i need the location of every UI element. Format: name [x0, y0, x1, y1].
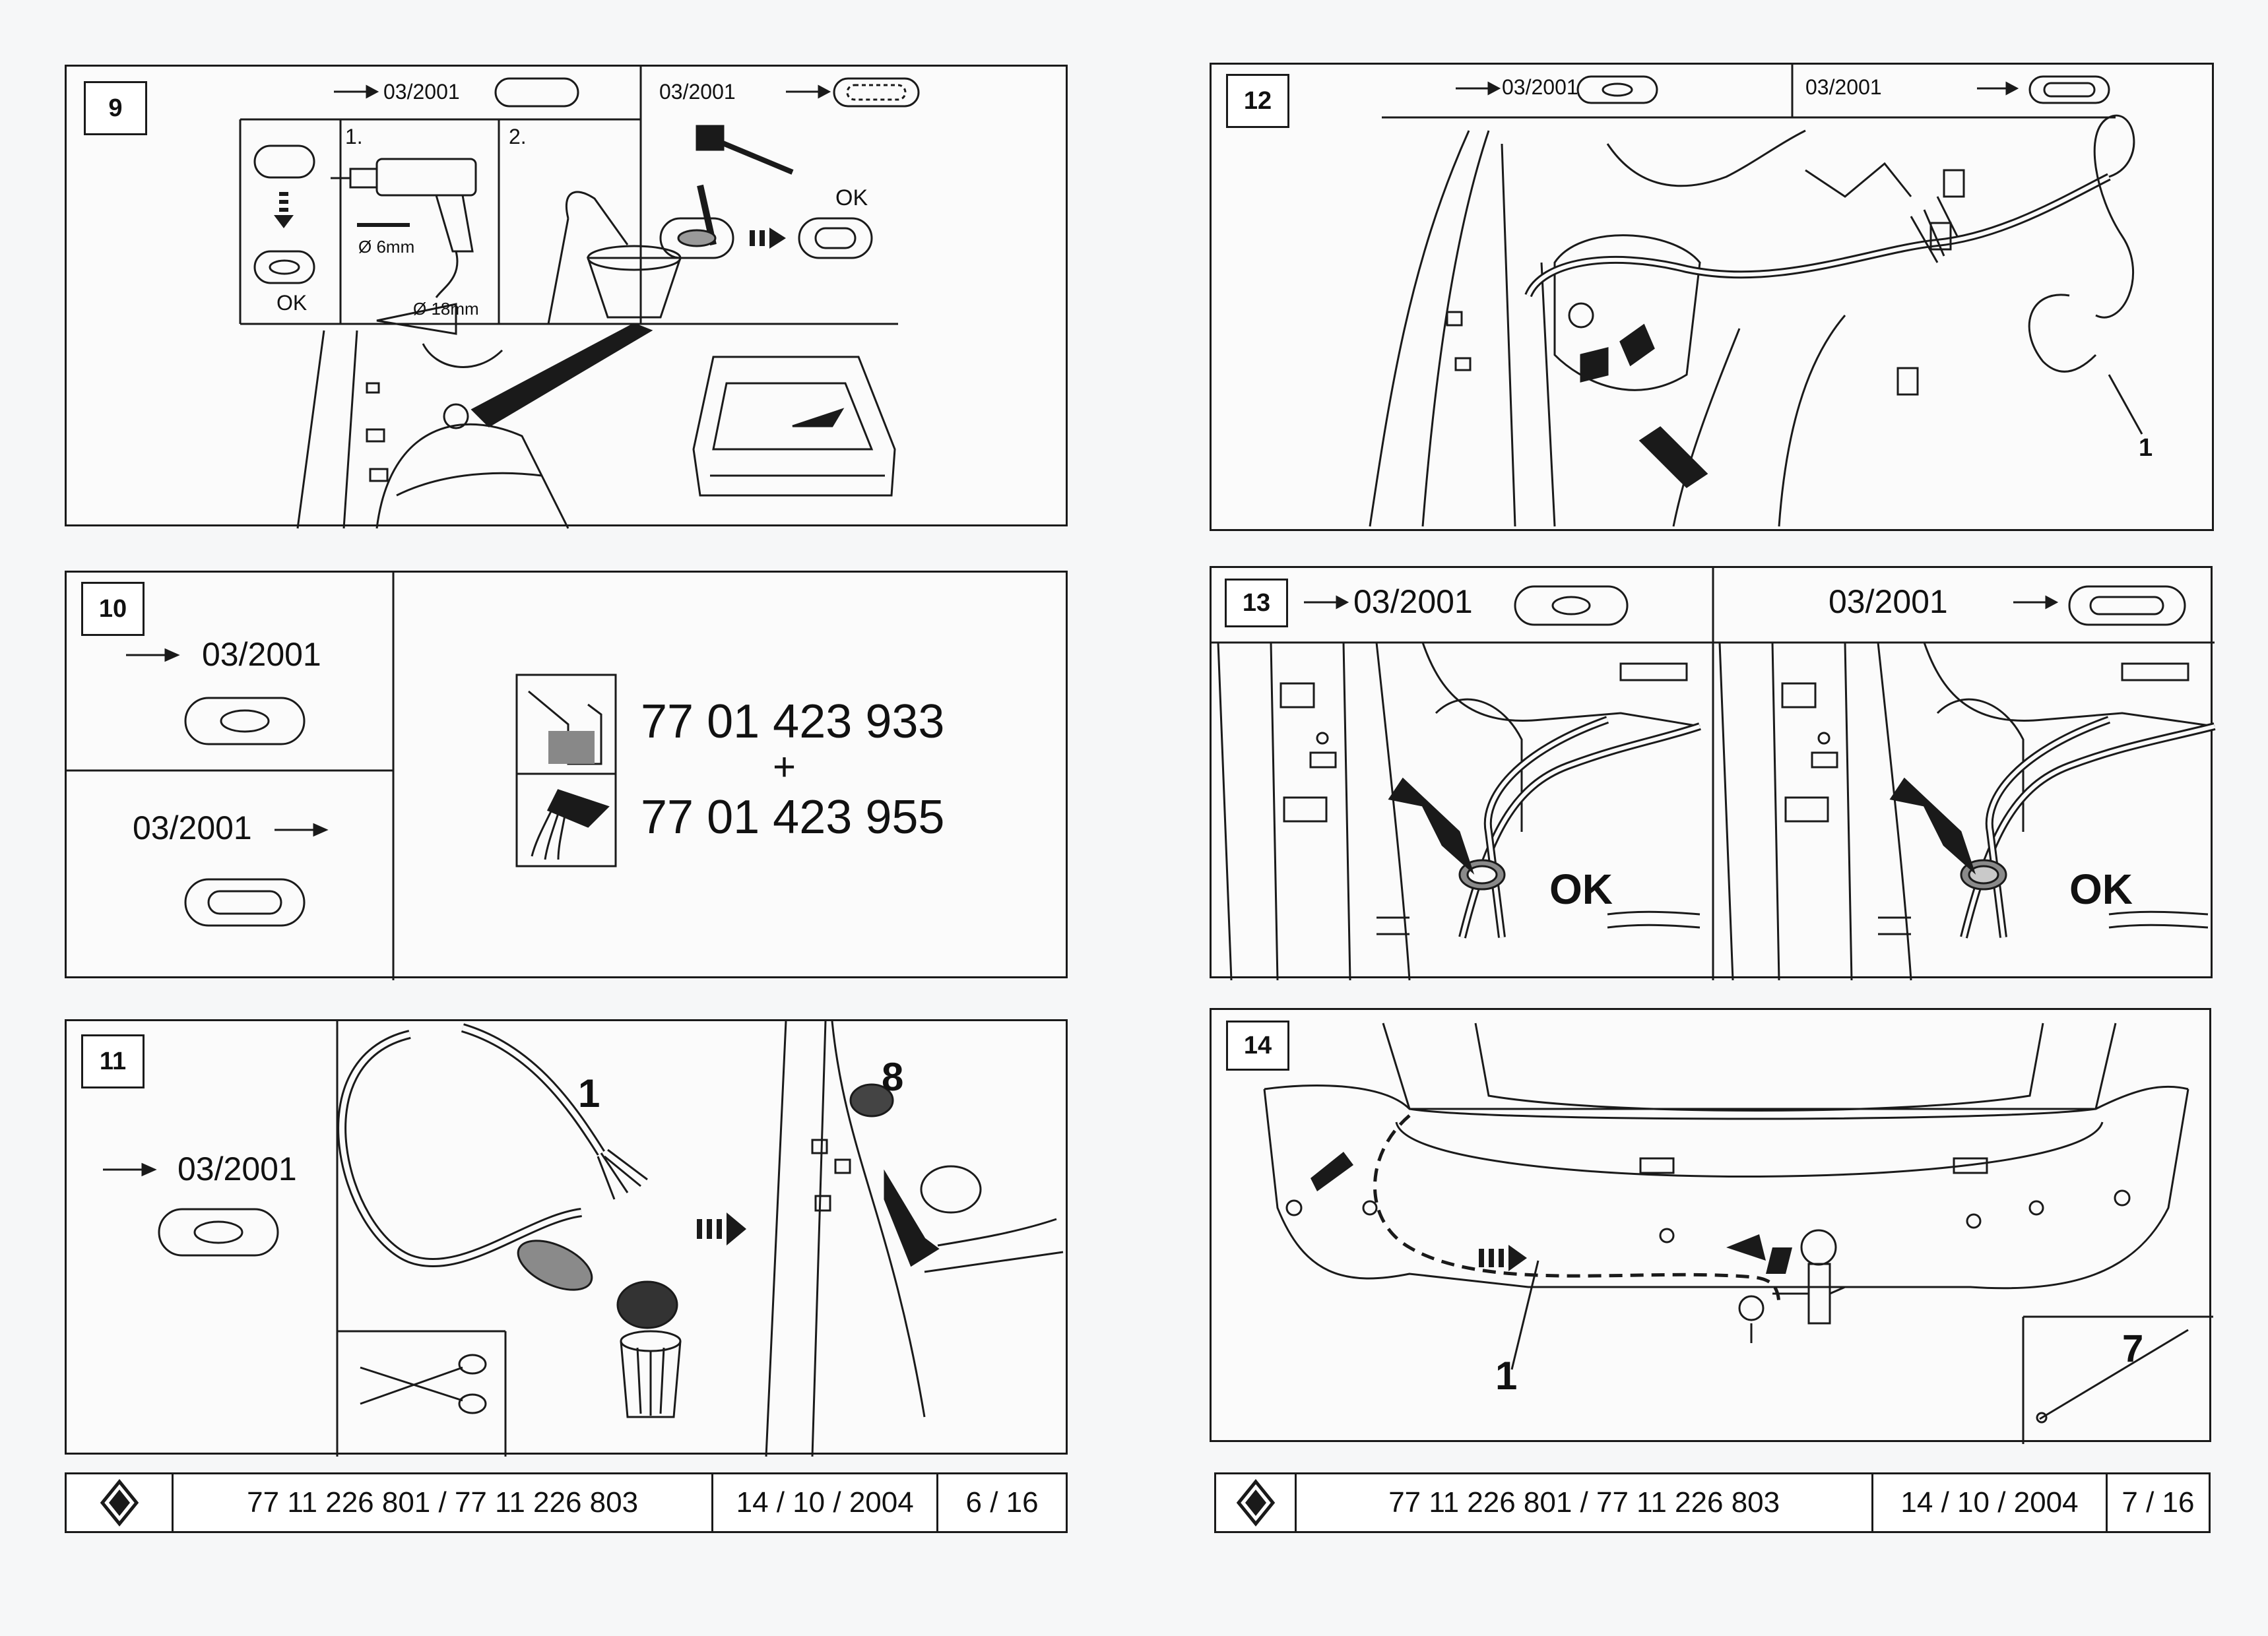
ok-label: OK	[276, 291, 308, 315]
scissors-icon	[360, 1354, 487, 1414]
grommet-icon	[184, 697, 306, 745]
date-before-label: 03/2001	[202, 636, 321, 673]
step-number: 14	[1226, 1021, 1289, 1071]
sub-step-1: 1.	[345, 125, 363, 148]
date-after-label: 03/2001	[133, 809, 252, 846]
step-12-panel: 12	[1210, 63, 2214, 531]
document-date: 14 / 10 / 2004	[713, 1474, 939, 1531]
drill-size-small: Ø 6mm	[358, 237, 415, 257]
step-13-panel: 13	[1210, 566, 2216, 981]
step-12-illustration	[1369, 65, 2143, 527]
plus-sign: +	[773, 745, 796, 789]
date-after-label: 03/2001	[1805, 75, 1882, 99]
ok-label: OK	[1549, 865, 1613, 913]
callout-1: 1	[1495, 1354, 1518, 1398]
drill-size-large: Ø 18mm	[413, 299, 479, 319]
date-before-label: 03/2001	[1353, 583, 1473, 620]
step-10-illustration	[67, 573, 617, 980]
footer: 77 11 226 801 / 77 11 226 803 14 / 10 / …	[65, 1472, 1068, 1533]
renault-logo-icon	[1236, 1479, 1275, 1526]
bin-icon	[620, 1330, 682, 1418]
step-14-illustration	[1263, 1022, 2213, 1444]
part-number-1: 77 01 423 933	[641, 695, 945, 748]
reference-number: 77 11 226 801 / 77 11 226 803	[174, 1474, 714, 1531]
step-9-illustration	[239, 67, 920, 529]
hammer-icon	[696, 125, 794, 246]
callout-1: 1	[2139, 434, 2153, 462]
callout-7: 7	[2122, 1327, 2144, 1370]
date-before-label: 03/2001	[383, 80, 460, 104]
step-9-panel: 9	[65, 65, 1068, 529]
step-14-panel: 14	[1210, 1008, 2213, 1444]
callout-8: 8	[882, 1055, 904, 1099]
date-after-label: 03/2001	[1829, 583, 1948, 620]
step-number: 12	[1226, 74, 1289, 128]
right-page: 12	[1134, 0, 2268, 1636]
grommet-icon	[158, 1208, 279, 1257]
drill-icon	[331, 158, 477, 298]
step-10-panel: 10 03/2001 03/2001 7	[65, 571, 1068, 980]
step-number: 9	[84, 81, 147, 135]
footer: 77 11 226 801 / 77 11 226 803 14 / 10 / …	[1214, 1472, 2211, 1533]
logo-cell	[1216, 1474, 1297, 1531]
part-number-2: 77 01 423 955	[641, 791, 945, 844]
renault-logo-icon	[100, 1479, 139, 1526]
date-before-label: 03/2001	[1502, 75, 1578, 99]
ok-label: OK	[835, 185, 868, 210]
grommet-icon	[253, 144, 315, 179]
step-number: 13	[1225, 579, 1288, 627]
vacuum-icon	[547, 191, 682, 325]
reference-number: 77 11 226 801 / 77 11 226 803	[1297, 1474, 1874, 1531]
document-date: 14 / 10 / 2004	[1873, 1474, 2108, 1531]
ok-label: OK	[2069, 865, 2133, 913]
step-number: 11	[81, 1034, 145, 1088]
step-11-illustration	[103, 1021, 1064, 1457]
date-before-label: 03/2001	[178, 1150, 297, 1187]
page-number: 6 / 16	[965, 1486, 1039, 1519]
step-11-panel: 11	[65, 1019, 1068, 1457]
step-13-illustration	[1212, 568, 2216, 981]
page-number: 7 / 16	[2122, 1486, 2195, 1519]
logo-cell	[67, 1474, 174, 1531]
date-after-label: 03/2001	[659, 80, 736, 104]
callout-1: 1	[578, 1071, 600, 1116]
sub-step-2: 2.	[509, 125, 527, 148]
left-page: 9	[65, 65, 1068, 1533]
step-number: 10	[81, 582, 145, 636]
